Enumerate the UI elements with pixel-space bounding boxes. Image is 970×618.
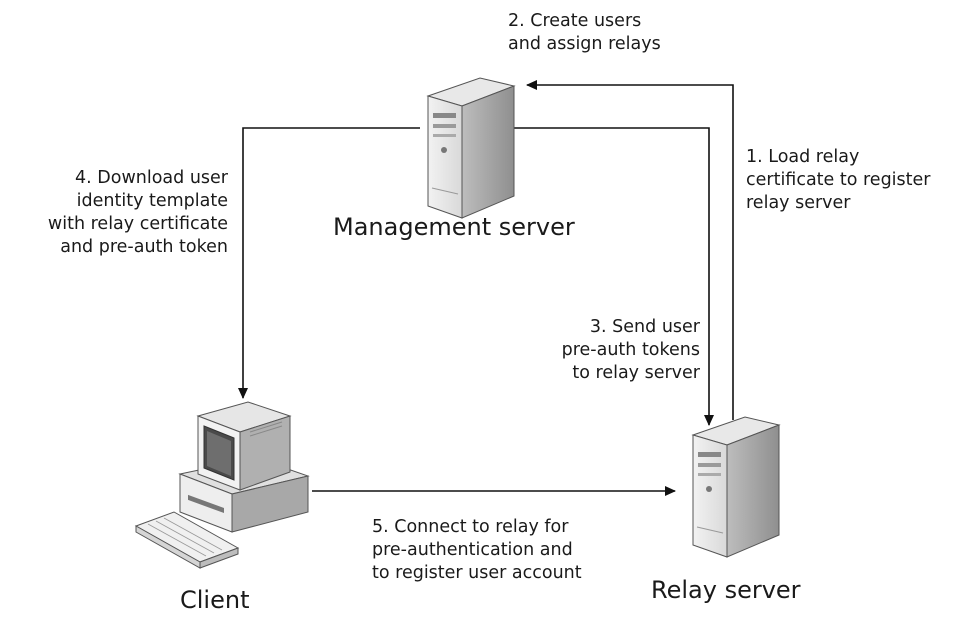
arrow-step4-management-to-client (238, 127, 420, 399)
management-server-icon (426, 77, 516, 219)
step4-line-2: identity template (76, 191, 228, 211)
step5-label: 5. Connect to relay for pre-authenticati… (372, 516, 582, 585)
step3-line-3: to relay server (572, 363, 700, 383)
step3-line-1: 3. Send user (589, 317, 700, 337)
management-server-label: Management server (333, 213, 575, 241)
step4-line-3: with relay certificate (47, 214, 228, 234)
step5-line-1: 5. Connect to relay for (372, 517, 569, 537)
client-computer-icon (134, 401, 310, 569)
step2-label: 2. Create users and assign relays (508, 10, 661, 56)
arrow-step1-relay-to-management (526, 80, 734, 420)
step5-line-2: pre-authentication and (372, 540, 573, 560)
step1-line-1: 1. Load relay (746, 147, 860, 167)
step2-line-1: 2. Create users (508, 11, 642, 31)
step3-line-2: pre-auth tokens (561, 340, 700, 360)
step1-line-2: certificate to register (746, 170, 931, 190)
relay-server-label: Relay server (651, 576, 801, 604)
step3-label: 3. Send user pre-auth tokens to relay se… (562, 316, 700, 385)
step4-label: 4. Download user identity template with … (48, 167, 228, 259)
relay-server-icon (691, 416, 781, 558)
arrow-step3-management-to-relay (512, 127, 714, 426)
step2-line-2: and assign relays (508, 34, 661, 54)
client-label: Client (180, 586, 250, 614)
step4-line-4: and pre-auth token (60, 237, 228, 257)
step4-line-1: 4. Download user (75, 168, 228, 188)
step5-line-3: to register user account (372, 563, 582, 583)
step1-line-3: relay server (746, 193, 851, 213)
step1-label: 1. Load relay certificate to register re… (746, 146, 931, 215)
